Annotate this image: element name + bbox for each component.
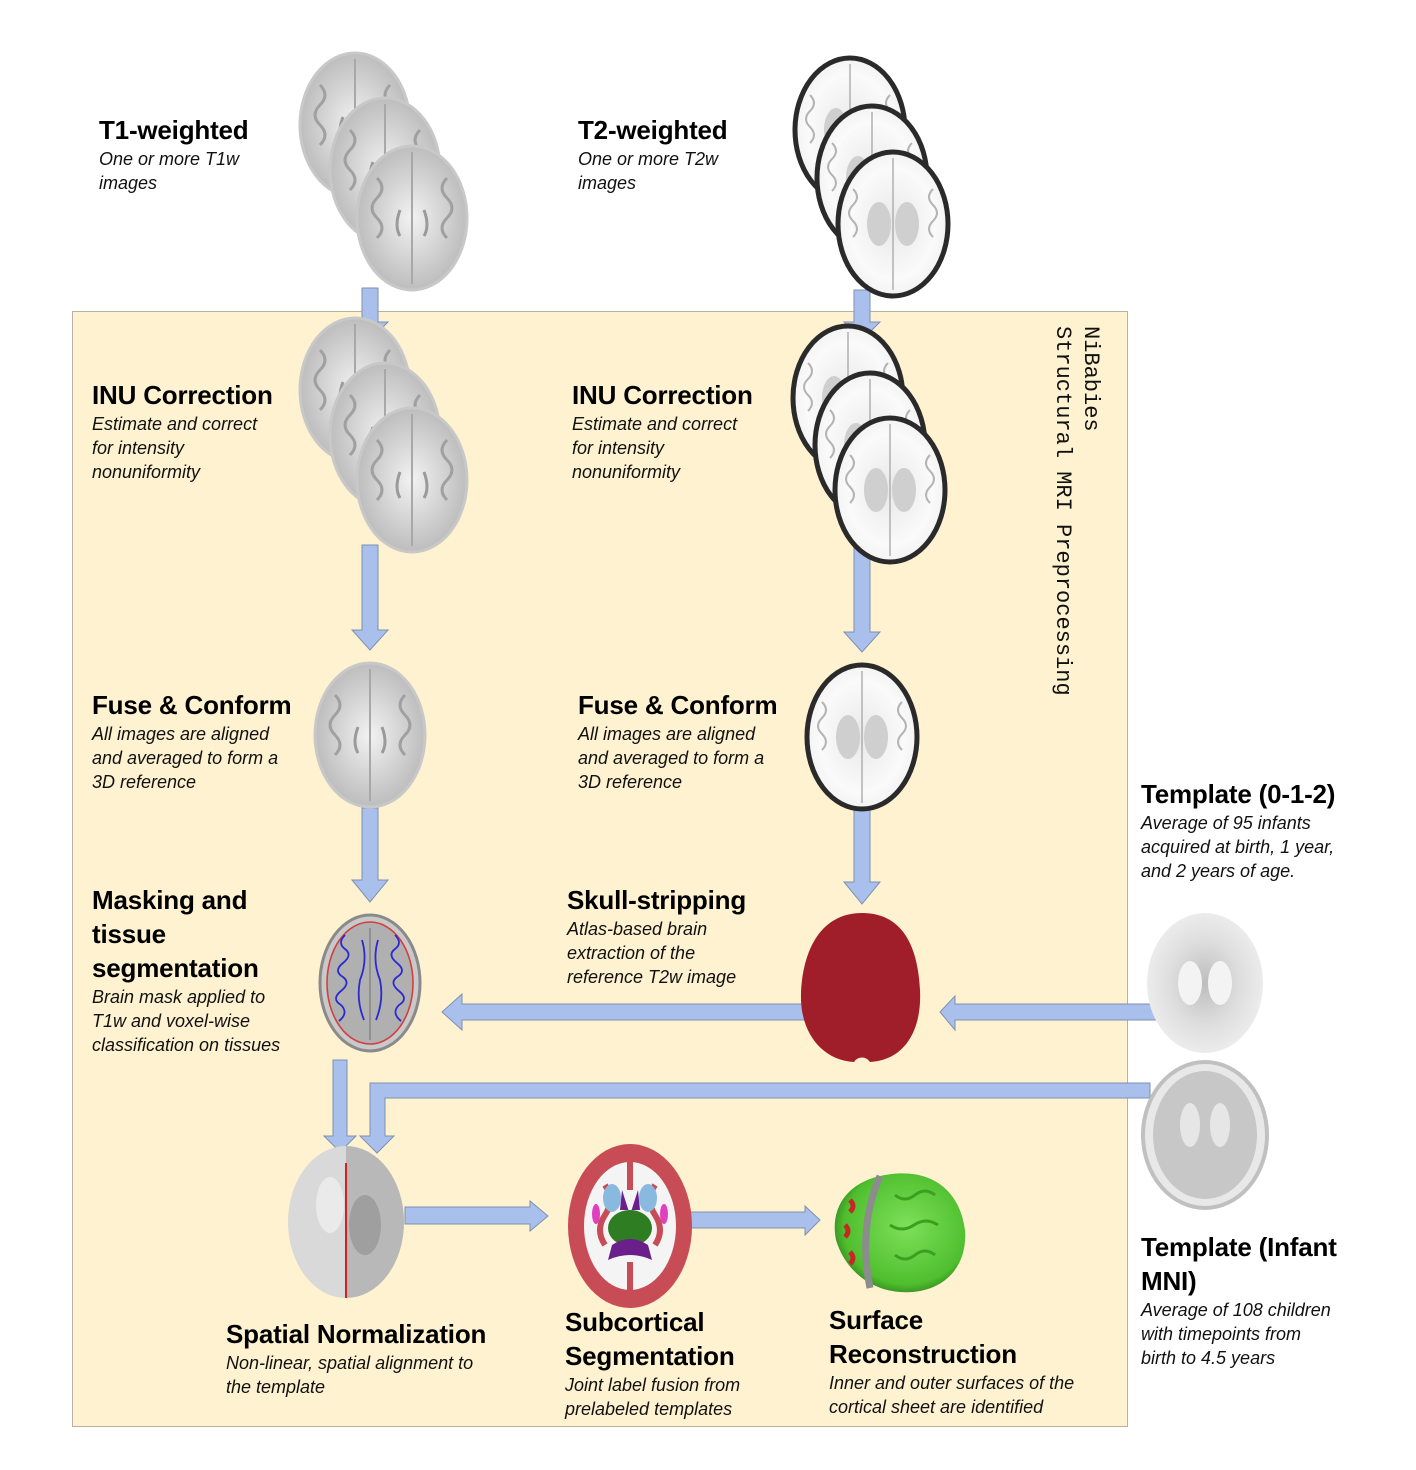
skullstrip-mask-image	[800, 913, 921, 1062]
t1-fused-image	[313, 661, 427, 809]
step-surface-desc-1: Inner and outer surfaces of the	[829, 1373, 1075, 1393]
step-inu-t1: INU Correction Estimate and correct for …	[92, 378, 273, 484]
step-skullstrip-desc-1: Atlas-based brain	[567, 919, 708, 939]
step-subcortical-desc-2: prelabeled templates	[565, 1399, 733, 1419]
step-masking-title-1: Masking and	[92, 885, 248, 915]
step-subcortical-title-2: Segmentation	[565, 1341, 735, 1371]
t2-fused-image	[807, 665, 917, 809]
template-infant-mni-title-2: MNI)	[1141, 1266, 1197, 1296]
step-surface-desc-2: cortical sheet are identified	[829, 1397, 1044, 1417]
template-infant-mni-desc-2: with timepoints from	[1141, 1324, 1302, 1344]
step-inu-t2-desc-3: nonuniformity	[572, 462, 681, 482]
step-surface-title-2: Reconstruction	[829, 1339, 1017, 1369]
step-inu-t1-desc-3: nonuniformity	[92, 462, 201, 482]
step-inu-t1-title: INU Correction	[92, 380, 273, 410]
step-fuse-t2-title: Fuse & Conform	[578, 690, 778, 720]
arrow-template012-to-skullstrip	[939, 994, 1171, 1032]
template-012-image	[1147, 913, 1263, 1053]
step-fuse-t2-desc-3: 3D reference	[578, 772, 683, 792]
template-infant-mni-label: Template (Infant MNI) Average of 108 chi…	[1141, 1230, 1337, 1370]
step-masking-desc-1: Brain mask applied to	[92, 987, 266, 1007]
arrow-infantmni-to-spatial	[358, 1082, 1151, 1154]
step-masking-title-3: segmentation	[92, 953, 259, 983]
input-t2-desc-2: images	[578, 173, 637, 193]
arrow-t1-inu-to-fuse	[350, 544, 390, 651]
step-subcortical: Subcortical Segmentation Joint label fus…	[565, 1305, 740, 1421]
arrow-masking-to-spatial	[322, 1059, 358, 1153]
step-fuse-t1-desc-3: 3D reference	[92, 772, 197, 792]
arrow-t2-fuse-to-skullstrip	[842, 809, 882, 905]
step-masking: Masking and tissue segmentation Brain ma…	[92, 883, 280, 1057]
input-t1-desc-2: images	[99, 173, 158, 193]
step-spatial-title: Spatial Normalization	[226, 1319, 487, 1349]
step-inu-t2: INU Correction Estimate and correct for …	[572, 378, 753, 484]
step-spatial: Spatial Normalization Non-linear, spatia…	[226, 1317, 486, 1399]
arrow-t1-fuse-to-masking	[350, 807, 390, 903]
arrow-spatial-to-subcortical	[404, 1199, 549, 1233]
step-spatial-desc-1: Non-linear, spatial alignment to	[226, 1353, 474, 1373]
step-skullstrip-desc-2: extraction of the	[567, 943, 696, 963]
input-t1-title: T1-weighted	[99, 115, 249, 145]
step-fuse-t2: Fuse & Conform All images are aligned an…	[578, 688, 778, 794]
step-subcortical-desc-1: Joint label fusion from	[565, 1375, 741, 1395]
masking-segmentation-image	[318, 913, 422, 1053]
template-012-desc-2: acquired at birth, 1 year,	[1141, 837, 1335, 857]
template-infant-mni-desc-1: Average of 108 children	[1141, 1300, 1331, 1320]
template-012-desc-3: and 2 years of age.	[1141, 861, 1296, 881]
step-masking-desc-2: T1w and voxel-wise	[92, 1011, 251, 1031]
step-spatial-desc-2: the template	[226, 1377, 326, 1397]
step-masking-desc-3: classification on tissues	[92, 1035, 281, 1055]
step-masking-title-2: tissue	[92, 919, 166, 949]
template-012-title: Template (0-1-2)	[1141, 779, 1336, 809]
template-infant-mni-desc-3: birth to 4.5 years	[1141, 1348, 1276, 1368]
surface-reconstruction-image	[834, 1173, 966, 1293]
input-t2-desc-1: One or more T2w	[578, 149, 719, 169]
step-inu-t2-desc-2: for intensity	[572, 438, 665, 458]
template-012-desc-1: Average of 95 infants	[1141, 813, 1311, 833]
step-fuse-t1-desc-2: and averaged to form a	[92, 748, 279, 768]
input-t2-title: T2-weighted	[578, 115, 728, 145]
step-subcortical-title-1: Subcortical	[565, 1307, 705, 1337]
step-surface-title-1: Surface	[829, 1305, 923, 1335]
step-inu-t1-desc-1: Estimate and correct	[92, 414, 258, 434]
t2-input-images	[795, 58, 948, 296]
t1-input-images	[298, 51, 469, 292]
step-fuse-t1: Fuse & Conform All images are aligned an…	[92, 688, 292, 794]
template-infant-mni-image	[1141, 1060, 1269, 1210]
t2-inu-images	[793, 326, 945, 562]
step-fuse-t1-desc-1: All images are aligned	[92, 724, 270, 744]
step-fuse-t1-title: Fuse & Conform	[92, 690, 292, 720]
input-t1-label: T1-weighted One or more T1w images	[99, 113, 249, 195]
step-fuse-t2-desc-2: and averaged to form a	[578, 748, 765, 768]
spatial-normalization-image	[288, 1146, 404, 1298]
step-surface: Surface Reconstruction Inner and outer s…	[829, 1303, 1074, 1419]
step-skullstrip: Skull-stripping Atlas-based brain extrac…	[567, 883, 746, 989]
step-fuse-t2-desc-1: All images are aligned	[578, 724, 756, 744]
input-t2-label: T2-weighted One or more T2w images	[578, 113, 728, 195]
t1-inu-images	[298, 316, 469, 554]
step-inu-t2-desc-1: Estimate and correct	[572, 414, 738, 434]
template-infant-mni-title-1: Template (Infant	[1141, 1232, 1337, 1262]
subcortical-segmentation-image	[568, 1144, 692, 1308]
step-inu-t2-title: INU Correction	[572, 380, 753, 410]
arrow-skullstrip-to-masking	[441, 992, 806, 1032]
step-skullstrip-desc-3: reference T2w image	[567, 967, 737, 987]
input-t1-desc-1: One or more T1w	[99, 149, 240, 169]
step-inu-t1-desc-2: for intensity	[92, 438, 185, 458]
template-012-label: Template (0-1-2) Average of 95 infants a…	[1141, 777, 1335, 883]
arrow-subcortical-to-surface	[689, 1204, 821, 1237]
step-skullstrip-title: Skull-stripping	[567, 885, 747, 915]
arrow-t2-inu-to-fuse	[842, 547, 882, 653]
